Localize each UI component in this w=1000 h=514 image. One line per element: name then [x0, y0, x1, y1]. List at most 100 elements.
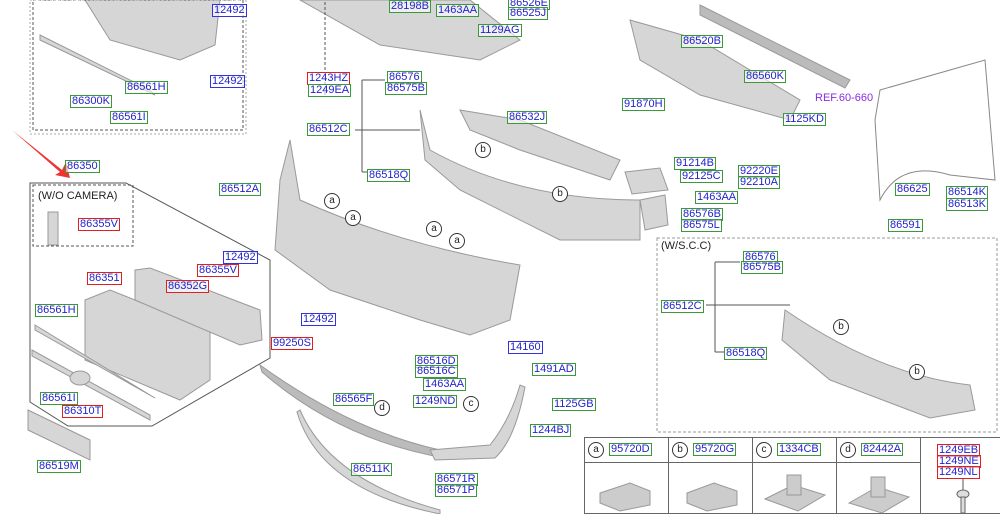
- molding-86561I: [31, 349, 151, 421]
- part-label[interactable]: 1249NL: [937, 466, 980, 479]
- part-label[interactable]: 1463AA: [436, 4, 480, 17]
- reference-link[interactable]: REF.60-660: [815, 92, 874, 104]
- part-label[interactable]: 91214B: [674, 157, 716, 170]
- part-label[interactable]: 86525J: [508, 7, 549, 20]
- part-label[interactable]: 14160: [508, 341, 543, 354]
- part-label[interactable]: 12492: [223, 251, 258, 264]
- part-label[interactable]: 86512C: [307, 123, 350, 136]
- callout-d: d: [840, 442, 856, 458]
- part-label[interactable]: 1334CB: [777, 443, 821, 456]
- part-label[interactable]: 86518Q: [367, 169, 411, 182]
- part-label[interactable]: 28198B: [389, 0, 431, 13]
- part-label[interactable]: 86516C: [415, 365, 458, 378]
- callout-a: a: [449, 233, 465, 249]
- part-label[interactable]: 86512A: [219, 183, 261, 196]
- part-label[interactable]: 99250S: [271, 337, 313, 350]
- nut-icon: [763, 474, 827, 512]
- part-label[interactable]: 86561H: [125, 81, 168, 94]
- callout-d: d: [374, 400, 390, 416]
- part-label[interactable]: 86561I: [110, 111, 148, 124]
- emblem-86310T: [69, 370, 91, 386]
- part-label[interactable]: 86352G: [166, 280, 210, 293]
- part-label[interactable]: 86513K: [946, 198, 988, 211]
- part-label[interactable]: 95720G: [693, 443, 737, 456]
- nut-icon: [847, 476, 911, 514]
- callout-b: b: [475, 142, 491, 158]
- part-label[interactable]: 86576: [387, 71, 422, 84]
- part-label[interactable]: 12492: [210, 75, 245, 88]
- part-label[interactable]: 86355V: [197, 264, 239, 277]
- callout-a: a: [588, 442, 604, 458]
- table-col-c: c 1334CB: [753, 438, 837, 513]
- part-label[interactable]: 86575B: [741, 261, 783, 274]
- part-label[interactable]: 86516D: [415, 355, 458, 368]
- part-label[interactable]: 1129AG: [478, 24, 522, 37]
- part-label[interactable]: 86518Q: [724, 347, 768, 360]
- part-label[interactable]: 86591: [888, 219, 923, 232]
- table-col-screw: 1249EB 1249NE 1249NL: [921, 438, 1000, 514]
- part-label[interactable]: 12492: [212, 4, 247, 17]
- part-label[interactable]: 92210A: [738, 176, 780, 189]
- part-label[interactable]: 86571P: [435, 484, 477, 497]
- part-label[interactable]: 1125GB: [552, 398, 596, 411]
- part-label[interactable]: 1244BJ: [530, 424, 572, 437]
- part-label[interactable]: 95720D: [609, 443, 652, 456]
- part-label[interactable]: 86571R: [435, 473, 478, 486]
- part-label[interactable]: 86625: [895, 183, 930, 196]
- part-label[interactable]: 86351: [87, 272, 122, 285]
- callout-a: a: [345, 210, 361, 226]
- variant-title: (W/O CAMERA): [38, 190, 118, 202]
- part-label[interactable]: 86519M: [37, 460, 81, 473]
- wscc-bumper: [781, 309, 976, 419]
- callout-c: c: [756, 442, 772, 458]
- sensor-bracket: [624, 167, 669, 195]
- part-label[interactable]: 86532J: [507, 111, 548, 124]
- part-label[interactable]: 86355V: [78, 218, 120, 231]
- bracket-86355V: [47, 211, 59, 246]
- part-label[interactable]: 86512C: [661, 300, 704, 313]
- part-label[interactable]: 86310T: [62, 405, 104, 418]
- plate-86519M: [27, 409, 91, 461]
- part-label[interactable]: 86561I: [40, 392, 78, 405]
- grille-part: [84, 0, 221, 61]
- part-label[interactable]: 91870H: [622, 98, 665, 111]
- table-col-a: a 95720D: [585, 438, 669, 513]
- part-label[interactable]: 1463AA: [423, 378, 467, 391]
- callout-b: b: [909, 364, 925, 380]
- part-label[interactable]: 86520B: [681, 35, 723, 48]
- part-label[interactable]: 1491AD: [532, 363, 576, 376]
- part-label[interactable]: 12492: [301, 313, 336, 326]
- side-cover: [639, 194, 669, 231]
- molding-part: [39, 34, 156, 96]
- part-label[interactable]: 86565F: [333, 393, 375, 406]
- part-label[interactable]: 86575B: [385, 82, 427, 95]
- callout-a: a: [426, 221, 442, 237]
- part-label[interactable]: 86300K: [70, 95, 112, 108]
- fender-part: [874, 59, 996, 202]
- part-label[interactable]: 86350: [65, 160, 100, 173]
- part-label[interactable]: 82442A: [861, 443, 903, 456]
- callout-a: a: [324, 193, 340, 209]
- part-label[interactable]: 1125KD: [783, 113, 826, 126]
- skid-86565F: [259, 363, 447, 459]
- beam-part: [699, 4, 851, 89]
- part-label[interactable]: 1463AA: [695, 191, 739, 204]
- variant-title: (W/S.C.C): [661, 240, 712, 252]
- part-label[interactable]: 1249ND: [413, 395, 458, 408]
- lip-86571R: [429, 384, 526, 461]
- molding-86561H: [34, 324, 156, 399]
- clip-icon: [599, 482, 651, 512]
- part-label[interactable]: 86575L: [681, 219, 722, 232]
- part-label[interactable]: 86511K: [351, 463, 393, 476]
- callout-b: b: [552, 186, 568, 202]
- part-label[interactable]: 1249EA: [308, 84, 352, 97]
- part-label[interactable]: 92125C: [680, 170, 723, 183]
- part-label[interactable]: 86561H: [35, 304, 78, 317]
- screw-icon: [956, 479, 970, 514]
- part-label[interactable]: 86560K: [744, 70, 786, 83]
- clip-icon: [686, 482, 738, 512]
